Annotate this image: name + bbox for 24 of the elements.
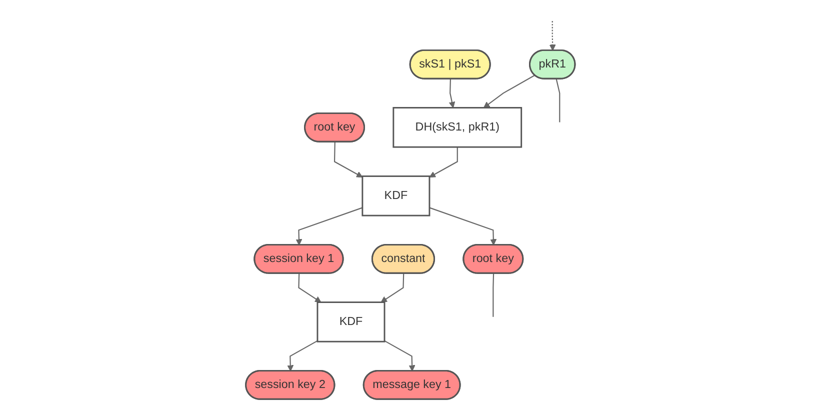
arrow (286, 340, 318, 372)
process-box: DH(skS1, pkR1) (392, 107, 522, 148)
key-node: constant (371, 244, 435, 274)
arrow (380, 273, 404, 303)
key-node: session key 1 (253, 244, 344, 274)
connector-line (492, 273, 494, 317)
arrow (334, 142, 362, 178)
key-node: root key (304, 112, 365, 142)
arrow (483, 74, 535, 108)
key-node: skS1 | pkS1 (408, 49, 490, 80)
key-node: pkR1 (528, 49, 576, 80)
arrow (428, 207, 496, 246)
key-node: root key (462, 244, 524, 274)
arrow (298, 273, 321, 303)
process-box: KDF (361, 175, 430, 216)
arrow (384, 340, 415, 372)
arrow (428, 147, 458, 178)
arrow (548, 21, 556, 51)
process-box: KDF (316, 302, 385, 342)
connector-line (555, 78, 560, 122)
key-node: session key 2 (244, 370, 335, 400)
key-node: message key 1 (362, 370, 460, 400)
arrow (448, 78, 455, 108)
arrow (295, 207, 362, 246)
